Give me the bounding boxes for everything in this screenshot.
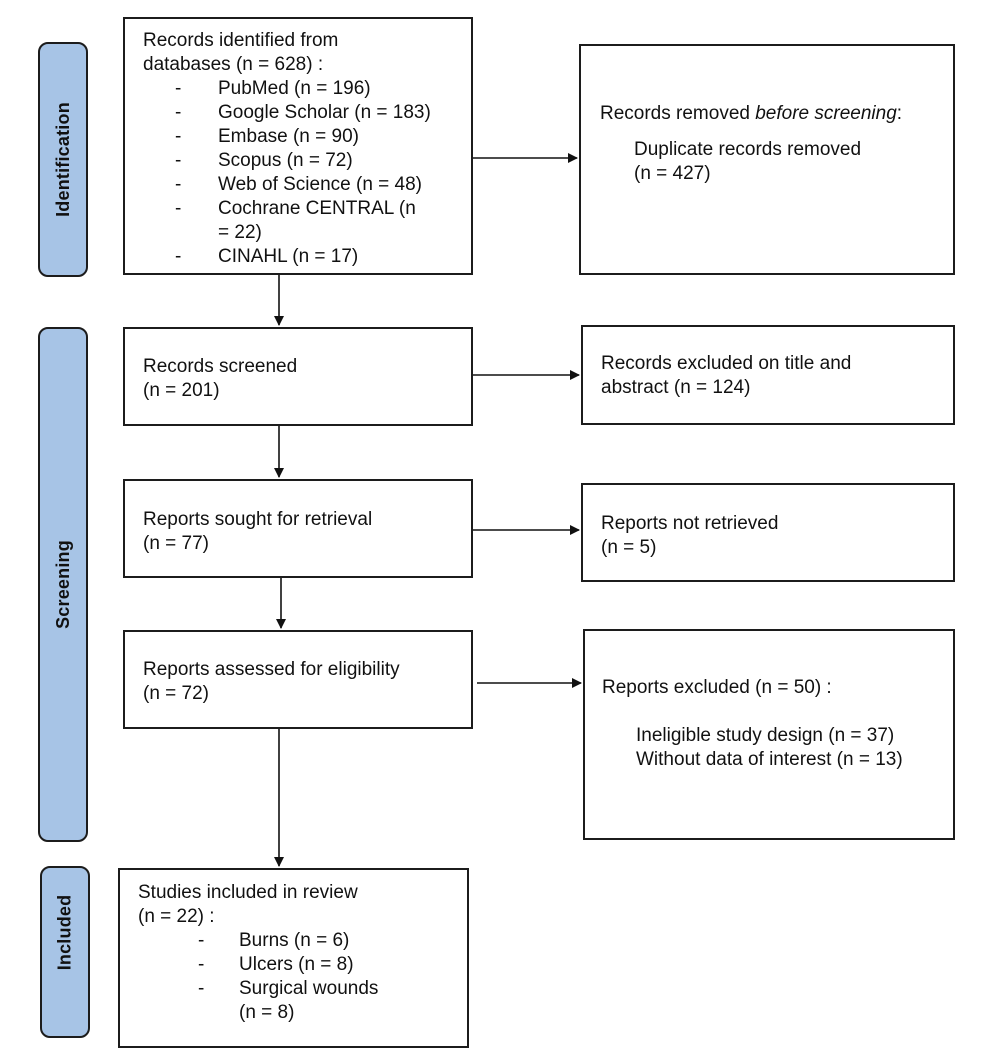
source-item-label: Google Scholar (n = 183) [218, 102, 431, 123]
source-item-label: Embase (n = 90) [218, 126, 359, 147]
source-item: -Cochrane CENTRAL (n [175, 198, 416, 219]
reports-assessed-line2: (n = 72) [143, 683, 210, 704]
records-identified-line1: Records identified from [143, 30, 339, 51]
included-item-label: Ulcers (n = 8) [239, 954, 354, 975]
source-item-label: = 22) [218, 222, 262, 243]
included-item-continued: (n = 8) [138, 1001, 467, 1025]
records-excluded-box: Records excluded on title and abstract (… [581, 325, 955, 425]
reports-not-retrieved-line2: (n = 5) [601, 537, 657, 558]
reports-excluded-box: Reports excluded (n = 50) : Ineligible s… [583, 629, 955, 840]
records-screened-line2: (n = 201) [143, 380, 220, 401]
records-removed-title-suffix: : [896, 103, 903, 124]
source-item: -Google Scholar (n = 183) [175, 102, 431, 123]
source-item: -Scopus (n = 72) [175, 150, 353, 171]
studies-included-line1: Studies included in review [138, 882, 358, 903]
source-item: -CINAHL (n = 17) [175, 246, 359, 267]
included-item: -Burns (n = 6) [198, 930, 350, 951]
source-item: -Embase (n = 90) [175, 126, 359, 147]
reports-not-retrieved-box: Reports not retrieved (n = 5) [581, 483, 955, 582]
included-item-label: (n = 8) [239, 1002, 295, 1023]
reports-sought-box: Reports sought for retrieval (n = 77) [123, 479, 473, 578]
included-item-label: Burns (n = 6) [239, 930, 350, 951]
source-item-label: Cochrane CENTRAL (n [218, 198, 416, 219]
phase-identification: Identification [38, 42, 88, 277]
duplicate-records-line1: Duplicate records removed [634, 139, 862, 160]
phase-screening: Screening [38, 327, 88, 842]
studies-included-line2: (n = 22) : [138, 906, 215, 927]
reports-assessed-line1: Reports assessed for eligibility [143, 659, 400, 680]
reports-sought-line2: (n = 77) [143, 533, 210, 554]
records-identified-line2: databases (n = 628) : [143, 54, 324, 75]
included-item: -Surgical wounds [198, 978, 379, 999]
duplicate-records-line2: (n = 427) [634, 163, 711, 184]
flow-arrows [274, 153, 582, 867]
included-item: -Ulcers (n = 8) [198, 954, 354, 975]
source-item-label: CINAHL (n = 17) [218, 246, 359, 267]
reports-assessed-box: Reports assessed for eligibility (n = 72… [123, 630, 473, 729]
exclusion-reason: Ineligible study design (n = 37) [636, 725, 895, 746]
reports-not-retrieved-line1: Reports not retrieved [601, 513, 779, 534]
records-removed-box: Records removed before screening: Duplic… [579, 44, 955, 275]
source-item-label: Scopus (n = 72) [218, 150, 353, 171]
reports-excluded-title: Reports excluded (n = 50) : [602, 677, 832, 698]
records-screened-box: Records screened (n = 201) [123, 327, 473, 426]
included-item-label: Surgical wounds [239, 978, 379, 999]
records-identified-box: Records identified from databases (n = 6… [123, 17, 473, 275]
reports-sought-line1: Reports sought for retrieval [143, 509, 373, 530]
source-item-continued: = 22) [143, 221, 471, 245]
records-removed-title-italic: before screening [755, 103, 897, 124]
records-excluded-line2: abstract (n = 124) [601, 377, 751, 398]
source-item-label: PubMed (n = 196) [218, 78, 371, 99]
exclusion-reason: Without data of interest (n = 13) [636, 749, 903, 770]
source-item: -Web of Science (n = 48) [175, 174, 423, 195]
source-item-label: Web of Science (n = 48) [218, 174, 423, 195]
studies-included-box: Studies included in review (n = 22) : -B… [118, 868, 469, 1048]
records-removed-title: Records removed before screening: [600, 102, 953, 126]
records-screened-line1: Records screened [143, 356, 298, 377]
records-excluded-line1: Records excluded on title and [601, 353, 852, 374]
source-item: -PubMed (n = 196) [175, 78, 371, 99]
records-removed-title-prefix: Records removed [600, 103, 756, 124]
